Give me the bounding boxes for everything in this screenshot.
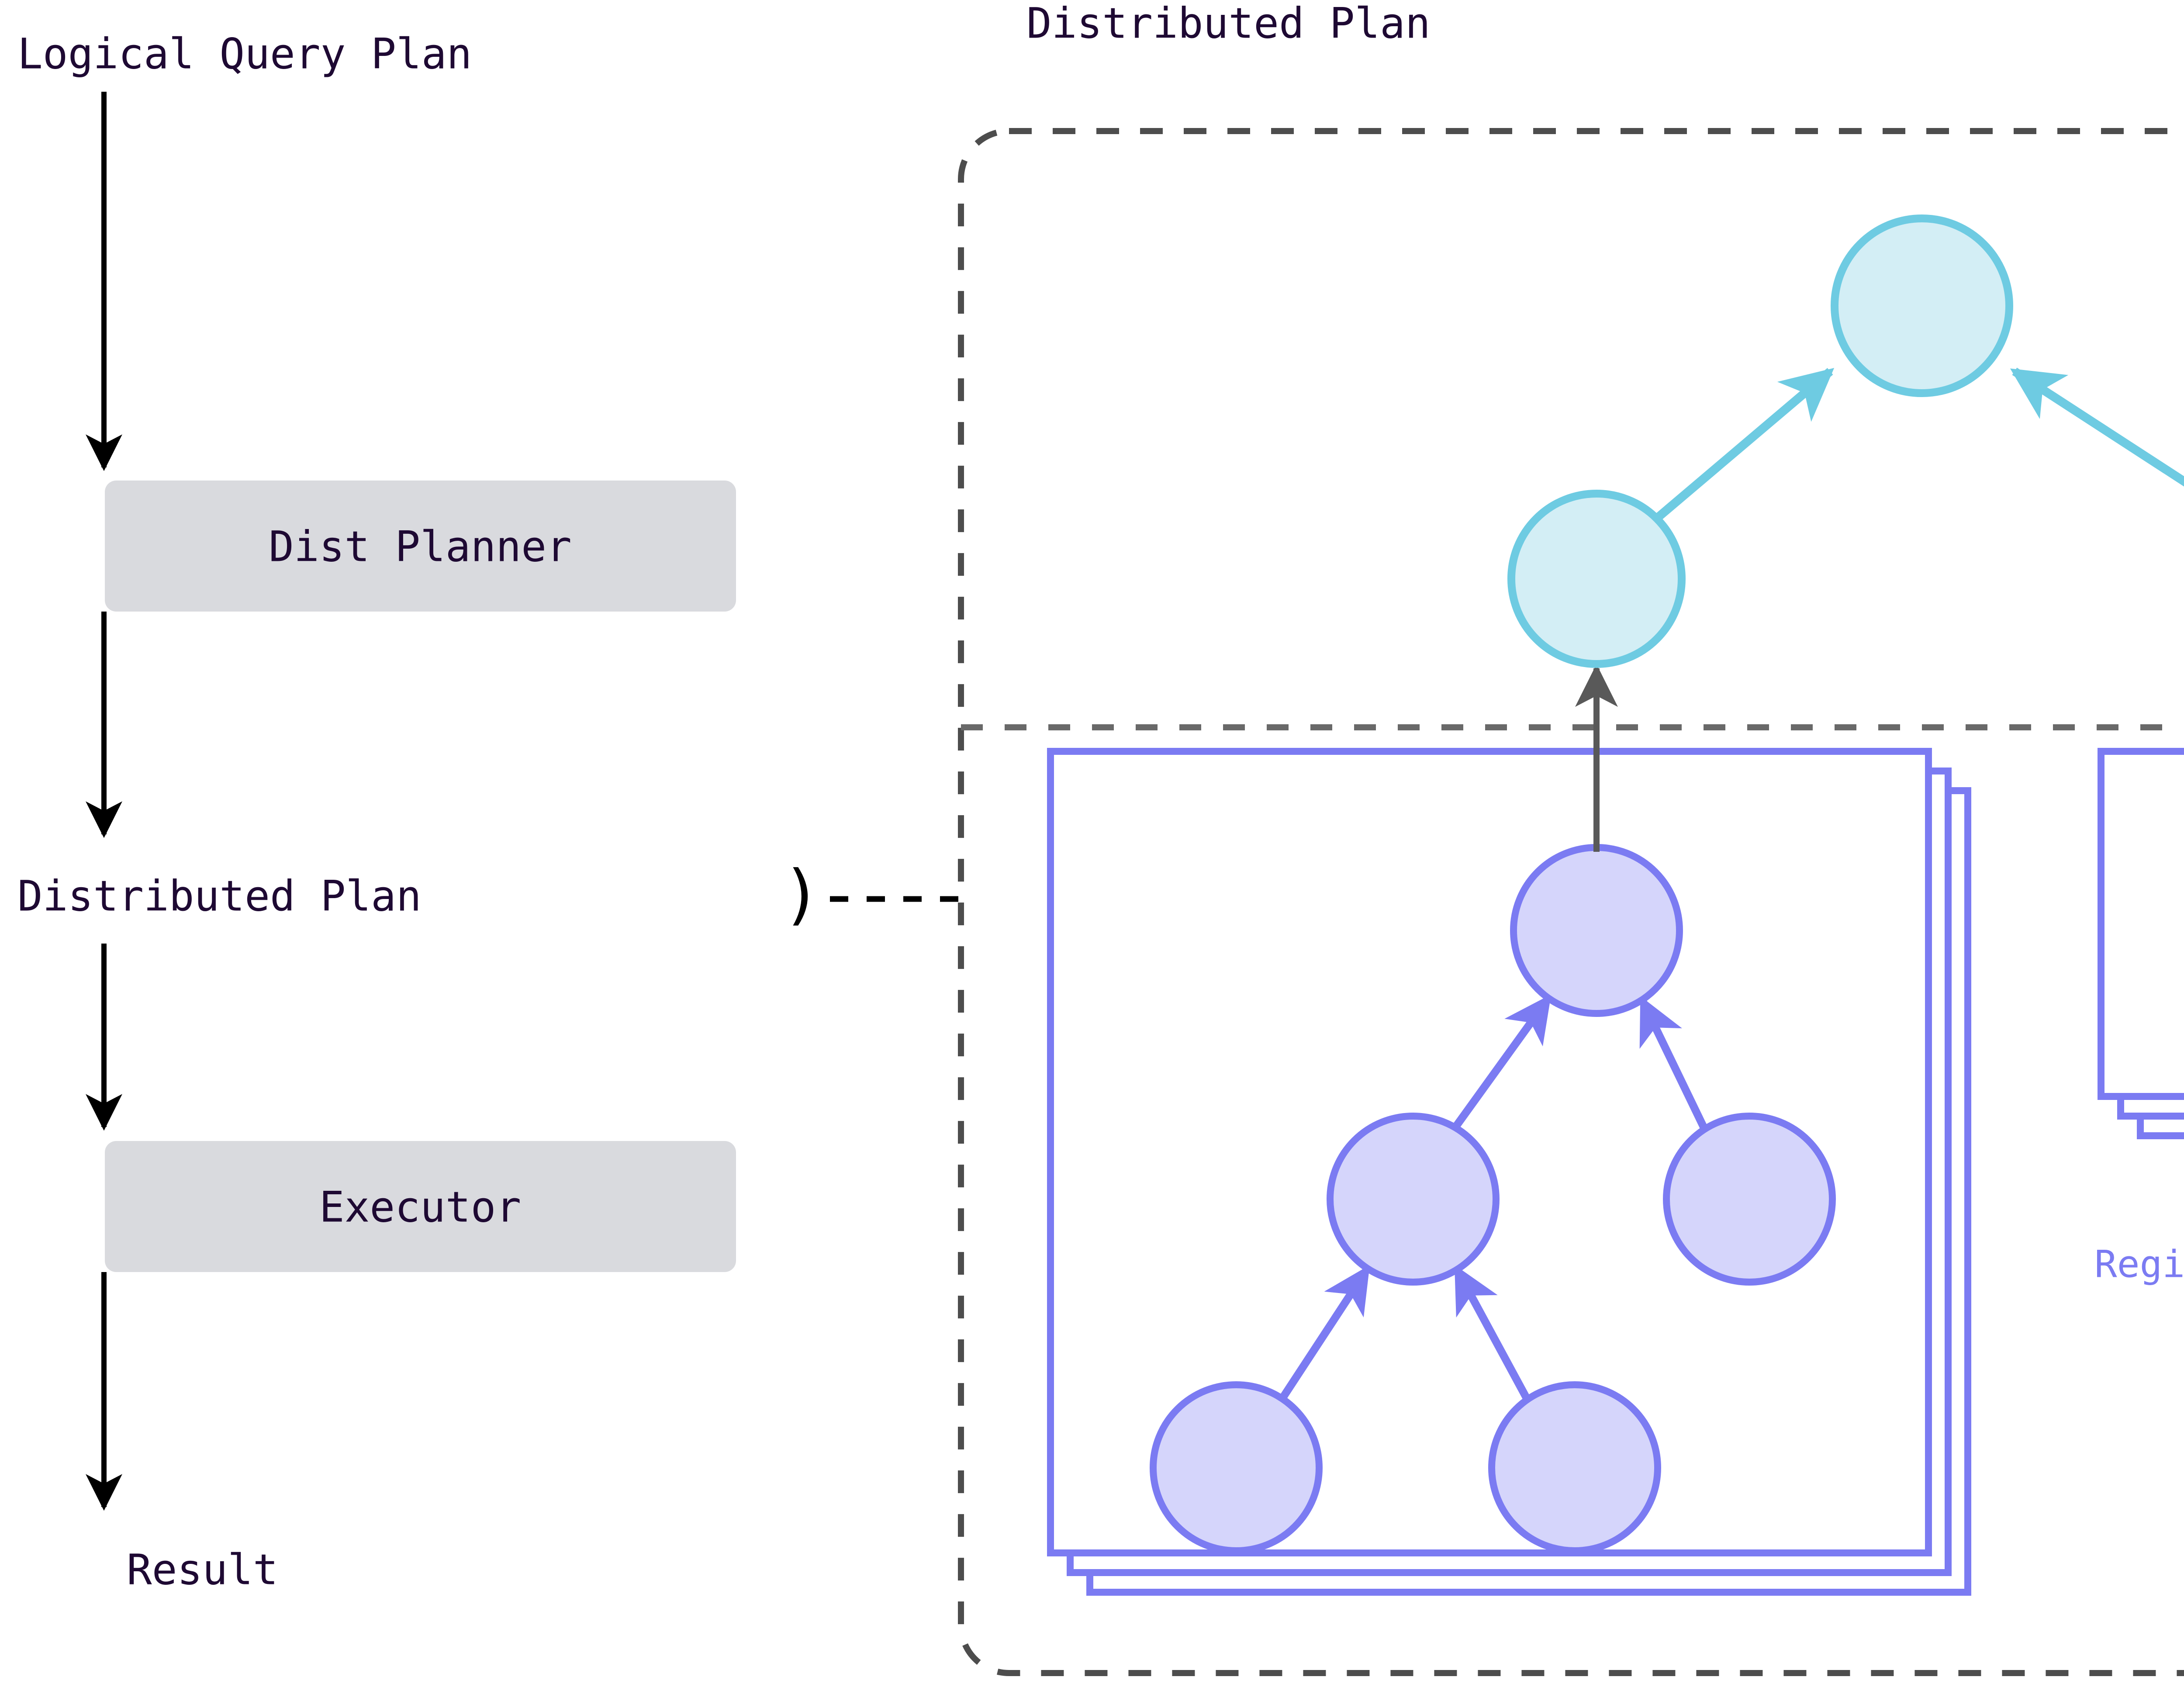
datanode-node-left-leaf2[interactable] xyxy=(1488,1381,1661,1554)
dist-planner-label: Dist Planner xyxy=(269,522,572,571)
dist-planner-box[interactable] xyxy=(105,481,736,612)
edge-dn-left-leaf1-to-mid xyxy=(1276,1265,1371,1404)
logical-query-plan-label: Logical Query Plan xyxy=(17,29,472,78)
executor-box[interactable] xyxy=(105,1141,736,1272)
regions-label: Regions xyxy=(2094,1242,2184,1286)
frontend-node-root[interactable] xyxy=(1831,214,2013,397)
edge-frontend-left-to-root xyxy=(1655,368,1835,521)
edge-dn-left-right-to-root xyxy=(1638,996,1710,1133)
frontend-node-left[interactable] xyxy=(1507,490,1686,668)
datanode-node-left-mid[interactable] xyxy=(1327,1113,1500,1286)
distributed-plan-brace: ) xyxy=(782,857,821,933)
frontend-stage-tree xyxy=(1507,214,2184,668)
executor-label: Executor xyxy=(319,1182,521,1231)
datanode-node-left-leaf1[interactable] xyxy=(1150,1381,1323,1554)
distributed-plan-label: Distributed Plan xyxy=(17,871,422,920)
edge-dn-left-mid-to-root xyxy=(1449,994,1552,1134)
left-flow: Logical Query Plan Dist Planner Distribu… xyxy=(17,29,963,1594)
edge-dn-left-leaf2-to-mid xyxy=(1453,1265,1532,1404)
distributed-plan-boundary xyxy=(958,128,2184,1676)
edge-frontend-right-to-root xyxy=(2010,367,2184,487)
result-label: Result xyxy=(127,1545,278,1594)
datanode-node-left-right[interactable] xyxy=(1663,1113,1836,1286)
datanode-node-left-root[interactable] xyxy=(1510,844,1683,1017)
region-stack-left[interactable] xyxy=(1047,748,1971,1596)
region-stack-right[interactable] xyxy=(2098,748,2184,1139)
distributed-plan-panel-title: Distributed Plan xyxy=(1026,0,1431,48)
region-card-right-front xyxy=(2098,748,2184,1100)
